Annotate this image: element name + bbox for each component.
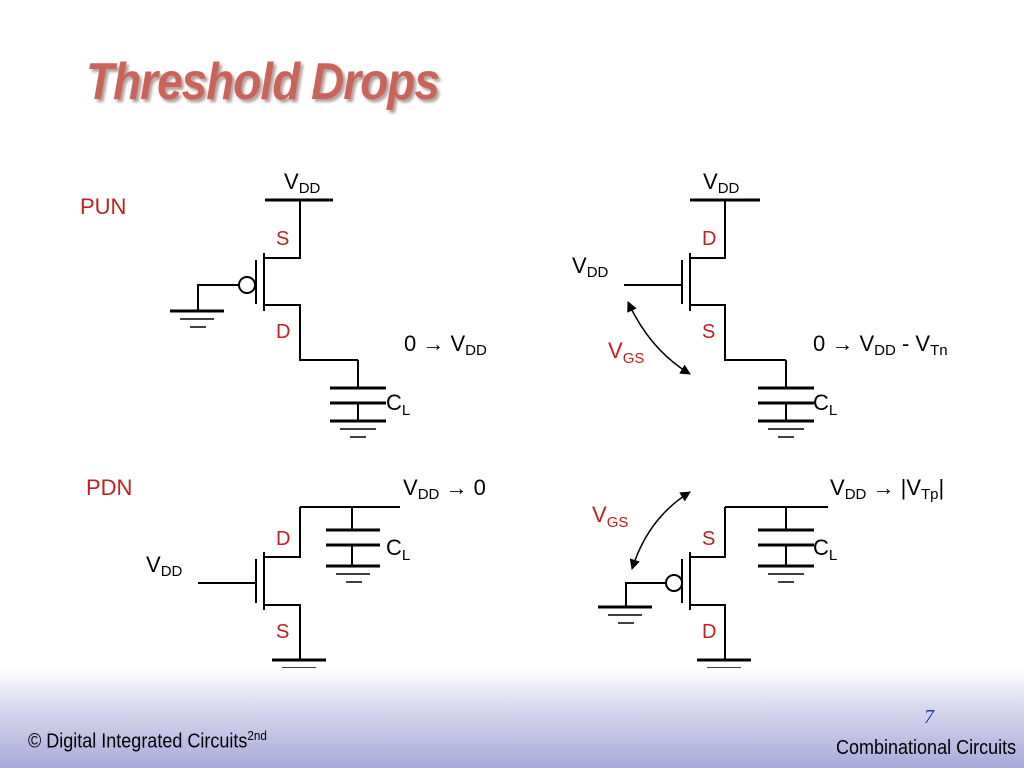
footer-edition: 2nd [247, 728, 267, 743]
pun-pmos-gate-ground [170, 309, 224, 328]
pdn-nmos-output-label: VDD → 0 [403, 475, 486, 503]
pun-nmos-cap-label: CL [813, 390, 837, 419]
pdn-pmos-output-label: VDD → |VTp| [830, 475, 944, 503]
pun-pmos-source-label: S [276, 228, 289, 250]
pun-pmos-cap-ground [330, 419, 386, 438]
pdn-nmos-cap-label: CL [386, 535, 410, 564]
circuit-diagrams: PUN PDN VDD S D 0 → VDD [80, 169, 948, 677]
pun-label: PUN [80, 194, 126, 219]
pun-nmos-vgs-arrow [627, 301, 691, 375]
pdn-pmos-circuit: VDD → |VTp| S D VGS [592, 475, 944, 677]
pdn-nmos-gate-label: VDD [146, 552, 183, 580]
footer-band [0, 668, 1024, 768]
pdn-pmos-cap-ground [758, 564, 814, 583]
pun-nmos-circuit: VDD D S VDD VGS 0 → VDD - VTn CL [572, 169, 948, 438]
pdn-pmos-gate-ground [598, 605, 652, 624]
pun-pmos-gate-bubble [238, 276, 256, 294]
slide-title: Threshold Drops [86, 53, 440, 111]
pdn-nmos-cap-ground [326, 564, 380, 583]
pdn-label: PDN [86, 475, 132, 500]
pdn-nmos-source-label: S [276, 621, 289, 643]
pun-nmos-gate-label: VDD [572, 253, 609, 281]
footer-chapter: Combinational Circuits [835, 737, 1016, 759]
pun-pmos-drain-label: D [276, 321, 290, 343]
footer-copyright: © Digital Integrated Circuits2nd [28, 728, 267, 754]
pun-nmos-vdd-label: VDD [703, 169, 740, 197]
pun-pmos-circuit: VDD S D 0 → VDD CL [170, 169, 487, 438]
pun-pmos-cap-label: CL [386, 390, 410, 419]
pun-nmos-output-label: 0 → VDD - VTn [813, 331, 948, 359]
pdn-pmos-source-label: S [702, 528, 715, 550]
page-number: 7 [924, 706, 934, 728]
pun-nmos-source-label: S [702, 321, 715, 343]
pun-nmos-drain-label: D [702, 228, 716, 250]
pdn-nmos-circuit: VDD → 0 D S VDD CL [146, 475, 486, 677]
pdn-pmos-gate-bubble [665, 574, 683, 592]
pun-pmos-vdd-label: VDD [284, 169, 321, 197]
pun-nmos-cap-ground [758, 419, 814, 438]
pdn-pmos-drain-label: D [702, 621, 716, 643]
pun-nmos-vgs-label: VGS [608, 338, 644, 367]
pdn-nmos-drain-label: D [276, 528, 290, 550]
footer-copyright-text: © Digital Integrated Circuits [28, 730, 248, 753]
pun-pmos-output-label: 0 → VDD [404, 331, 487, 359]
pdn-pmos-cap-label: CL [813, 535, 837, 564]
pdn-pmos-vgs-label: VGS [592, 502, 628, 531]
pdn-pmos-vgs-arrow [629, 491, 691, 571]
